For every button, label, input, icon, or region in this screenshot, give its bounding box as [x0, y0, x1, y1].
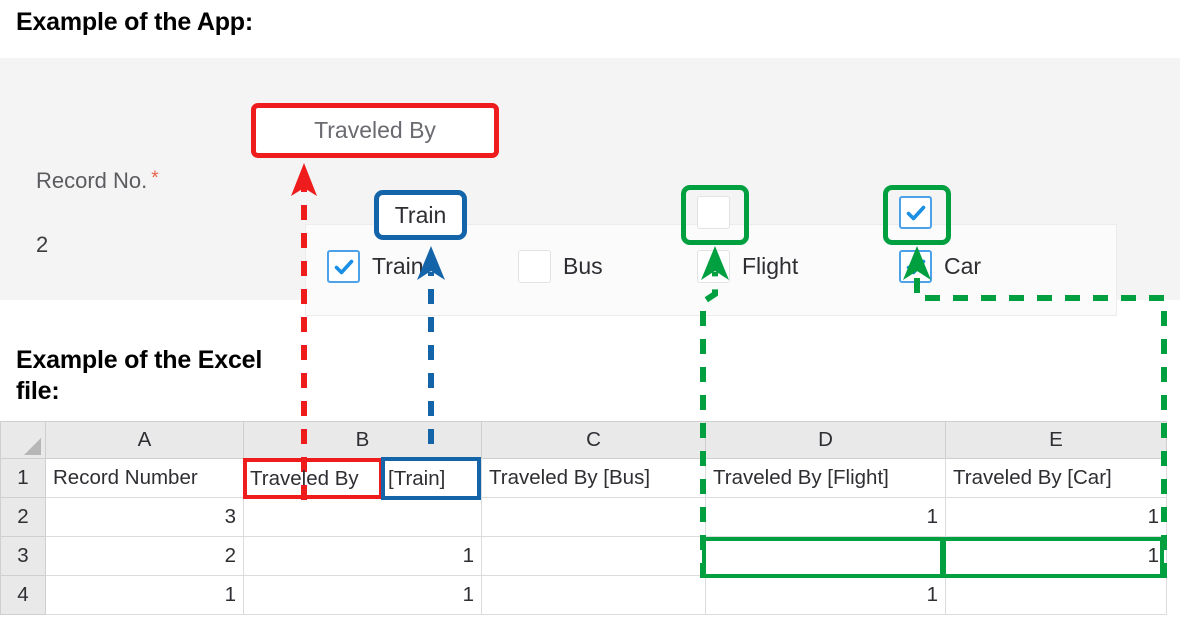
- excel-grid[interactable]: A B C D E 1 Record Number Traveled By [B…: [0, 421, 1167, 615]
- checkbox-train[interactable]: [327, 250, 360, 283]
- cell-A3[interactable]: 2: [45, 536, 244, 576]
- select-all-corner[interactable]: [0, 421, 46, 459]
- record-no-label: Record No.*: [36, 168, 159, 194]
- table-row: 1 Record Number Traveled By [Bus] Travel…: [0, 458, 1167, 498]
- highlight-green-cell-e3: [942, 537, 1164, 578]
- table-row: 4 1 1 1: [0, 575, 1167, 615]
- cell-B3[interactable]: 1: [243, 536, 482, 576]
- cell-A1[interactable]: Record Number: [45, 458, 244, 498]
- cell-D1[interactable]: Traveled By [Flight]: [705, 458, 946, 498]
- app-field-label: Traveled By: [314, 117, 436, 143]
- column-header-row: A B C D E: [0, 421, 1167, 459]
- cell-D2[interactable]: 1: [705, 497, 946, 537]
- highlight-green-flight-checkbox: [681, 185, 749, 245]
- app-option-car[interactable]: Car: [899, 250, 981, 283]
- highlight-green-cell-d3: [702, 537, 944, 578]
- table-row: 2 3 1 1: [0, 497, 1167, 537]
- app-option-bus[interactable]: Bus: [518, 250, 603, 283]
- cell-D3[interactable]: [705, 536, 946, 576]
- cell-C3[interactable]: [481, 536, 706, 576]
- cell-E1[interactable]: Traveled By [Car]: [945, 458, 1167, 498]
- check-icon: [906, 205, 925, 220]
- cell-C1[interactable]: Traveled By [Bus]: [481, 458, 706, 498]
- cell-B2[interactable]: [243, 497, 482, 537]
- column-header-e[interactable]: E: [945, 421, 1167, 459]
- check-icon: [906, 259, 925, 274]
- cell-C2[interactable]: [481, 497, 706, 537]
- highlight-blue-cell-b1-suffix: [381, 457, 481, 500]
- record-no-label-text: Record No.: [36, 168, 148, 193]
- cell-C4[interactable]: [481, 575, 706, 615]
- highlight-red-field-label: [251, 103, 499, 158]
- checkbox-label-bus: Bus: [563, 253, 603, 279]
- checkbox-flight-overlay[interactable]: [697, 196, 730, 229]
- highlight-blue-train-label: [374, 190, 467, 240]
- column-header-d[interactable]: D: [705, 421, 946, 459]
- cell-D4[interactable]: 1: [705, 575, 946, 615]
- highlight-green-car-checkbox: [883, 185, 951, 245]
- column-header-a[interactable]: A: [45, 421, 244, 459]
- row-header-1[interactable]: 1: [0, 458, 46, 498]
- cell-A2[interactable]: 3: [45, 497, 244, 537]
- row-header-3[interactable]: 3: [0, 536, 46, 576]
- cell-b1-prefix-text: Traveled By: [250, 466, 359, 490]
- cell-A4[interactable]: 1: [45, 575, 244, 615]
- checkbox-label-train: Train: [372, 253, 424, 279]
- row-header-4[interactable]: 4: [0, 575, 46, 615]
- checkbox-label-flight: Flight: [742, 253, 799, 279]
- cell-E4[interactable]: [945, 575, 1167, 615]
- app-preview-panel: Record No.* 2 Train Bus Flight: [0, 58, 1180, 316]
- record-no-value: 2: [36, 232, 49, 257]
- cell-B4[interactable]: 1: [243, 575, 482, 615]
- row-header-2[interactable]: 2: [0, 497, 46, 537]
- checkbox-car-overlay[interactable]: [899, 196, 932, 229]
- caption-excel-file: Example of the Excel file:: [16, 346, 263, 405]
- checkbox-bus[interactable]: [518, 250, 551, 283]
- cell-b1-suffix-text: [Train]: [388, 466, 446, 490]
- checkbox-car[interactable]: [899, 250, 932, 283]
- app-option-train-label-overlay: Train: [394, 201, 447, 228]
- caption-app: Example of the App:: [16, 8, 253, 36]
- check-icon: [334, 259, 353, 274]
- checkbox-flight[interactable]: [697, 250, 730, 283]
- cell-E2[interactable]: 1: [945, 497, 1167, 537]
- app-option-flight[interactable]: Flight: [697, 250, 798, 283]
- app-option-train[interactable]: Train: [327, 250, 424, 283]
- column-header-c[interactable]: C: [481, 421, 706, 459]
- corner-triangle-icon: [24, 438, 41, 455]
- column-header-b[interactable]: B: [243, 421, 482, 459]
- checkbox-label-car: Car: [944, 253, 982, 279]
- required-asterisk-icon: *: [151, 168, 159, 189]
